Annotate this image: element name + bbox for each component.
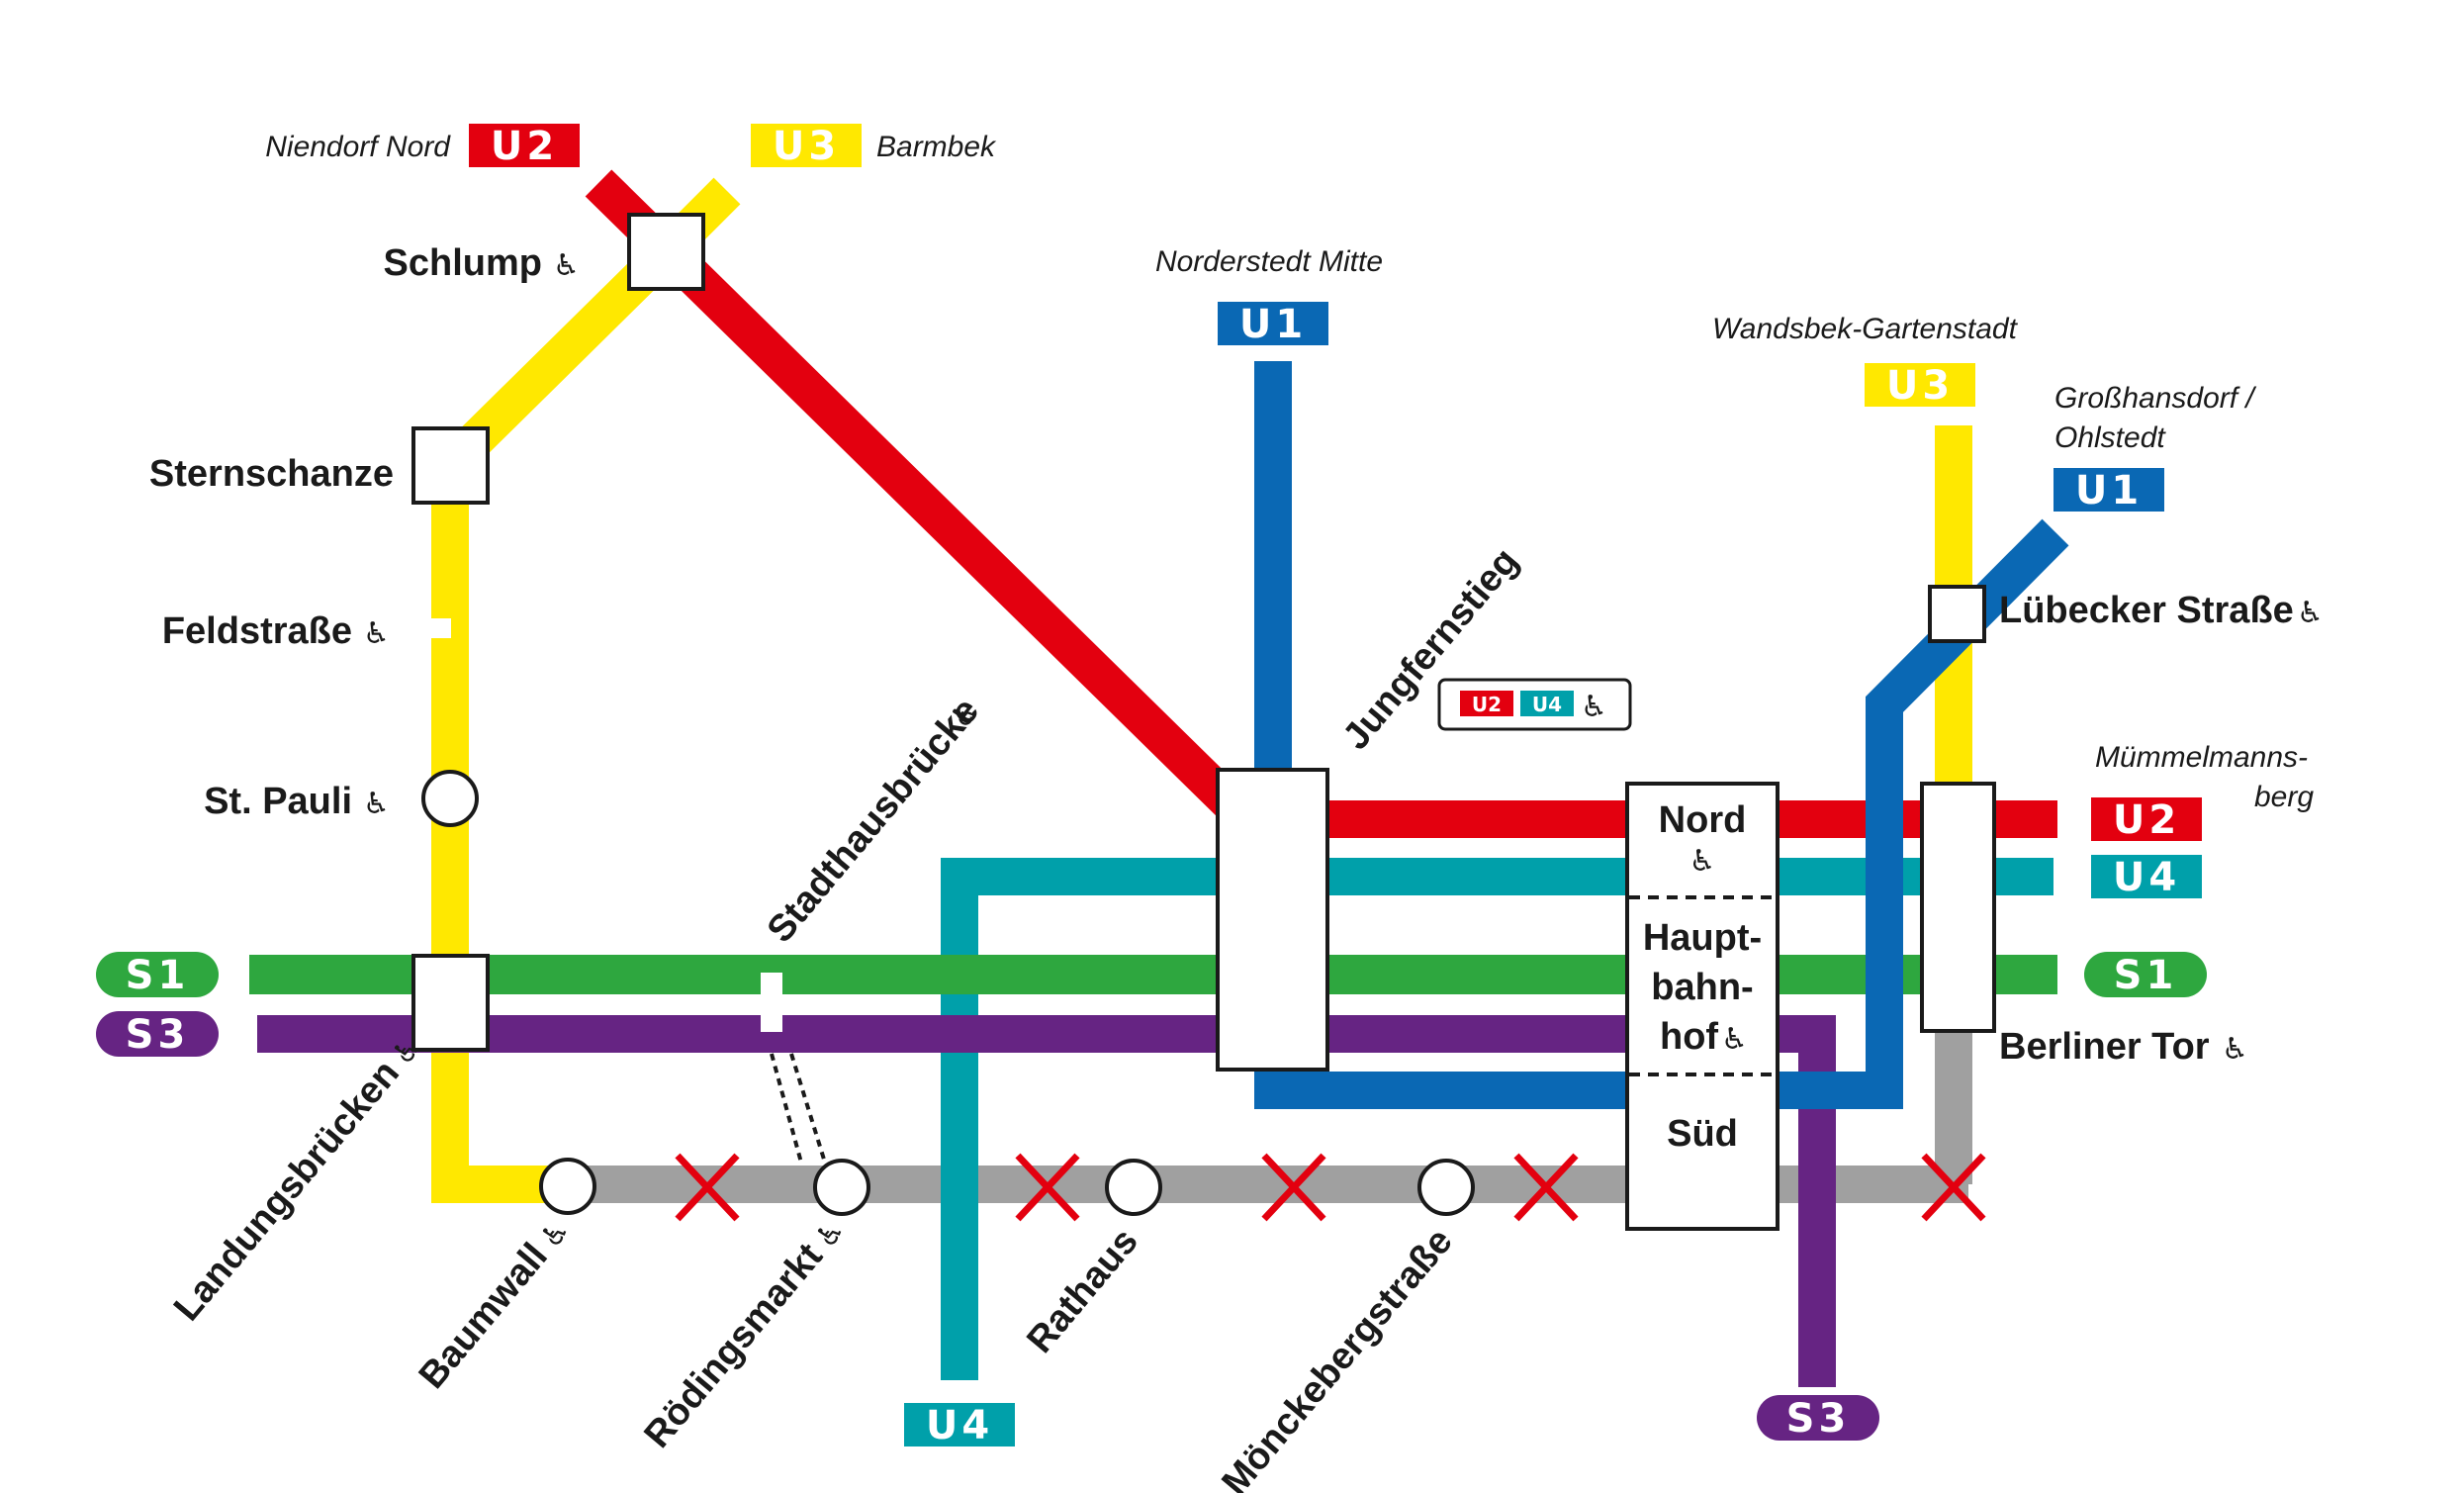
badge-u2-top: U2 xyxy=(469,124,580,169)
terminal-wandsbek-gartenstadt: Wandsbek-Gartenstadt xyxy=(1712,313,2019,345)
label-moenckebergstrasse: Mönckebergstraße xyxy=(1215,1221,1461,1493)
label-hbf-1: Haupt- xyxy=(1643,917,1762,959)
station-landungsbruecken-marker[interactable] xyxy=(411,954,490,1052)
svg-text:U3: U3 xyxy=(1886,363,1954,409)
wheelchair-icon: ♿ xyxy=(363,787,390,821)
label-schlump: Schlump xyxy=(384,242,542,284)
terminal-barmbek: Barmbek xyxy=(876,131,997,163)
closure-cross-2 xyxy=(1015,1153,1080,1222)
closure-cross-1 xyxy=(675,1153,740,1222)
station-sternschanze-marker[interactable] xyxy=(411,426,490,505)
station-markers xyxy=(411,213,1996,1231)
label-landungsbruecken: Landungsbrücken xyxy=(166,1053,408,1329)
svg-text:S1: S1 xyxy=(126,953,190,998)
svg-text:U2: U2 xyxy=(2113,797,2180,843)
badge-u3-right: U3 xyxy=(1865,363,1975,409)
transfer-walk-connector xyxy=(770,1053,827,1164)
closure-marks xyxy=(675,1153,1986,1222)
label-landungsbruecken-group: Landungsbrücken ♿ xyxy=(166,1030,429,1329)
label-rathaus: Rathaus xyxy=(1019,1221,1146,1361)
terminal-muemmelmannsberg-1: Mümmelmanns- xyxy=(2095,741,2308,774)
svg-text:S1: S1 xyxy=(2114,953,2178,998)
svg-text:U2: U2 xyxy=(1472,693,1502,716)
svg-text:U1: U1 xyxy=(2075,468,2143,513)
badge-s3-left: S3 xyxy=(96,1011,219,1058)
wheelchair-icon: ♿ xyxy=(1689,844,1716,879)
closure-cross-4 xyxy=(1513,1153,1579,1222)
terminal-ohlstedt: Ohlstedt xyxy=(2054,421,2166,454)
station-feldstrasse-marker[interactable] xyxy=(431,618,451,638)
label-moenckebergstrasse-group: Mönckebergstraße xyxy=(1215,1221,1461,1493)
badge-s3-bottom: S3 xyxy=(1757,1395,1879,1442)
badge-u1-top: U1 xyxy=(1218,302,1328,347)
label-roedingsmarkt-group: Rödingsmarkt ♿ xyxy=(636,1213,852,1456)
wheelchair-icon: ♿ xyxy=(2297,596,2324,630)
badge-u4-bottom: U4 xyxy=(904,1403,1015,1448)
terminal-norderstedt-mitte: Norderstedt Mitte xyxy=(1155,245,1383,278)
station-stadthausbruecke-marker[interactable] xyxy=(761,973,782,1032)
wheelchair-icon: ♿ xyxy=(553,248,580,283)
closure-cross-3 xyxy=(1261,1153,1326,1222)
station-moenckebergstrasse-marker[interactable] xyxy=(1417,1159,1475,1216)
station-schlump-marker[interactable] xyxy=(627,213,705,291)
svg-text:S3: S3 xyxy=(126,1012,190,1058)
station-rathaus-marker[interactable] xyxy=(1105,1159,1162,1216)
badge-s1-right: S1 xyxy=(2084,952,2207,998)
station-roedingsmarkt-marker[interactable] xyxy=(813,1159,870,1216)
label-rathaus-group: Rathaus xyxy=(1019,1221,1146,1361)
badge-u3-top: U3 xyxy=(751,124,862,169)
station-st-pauli-marker[interactable] xyxy=(421,770,479,827)
terminal-muemmelmannsberg-2: berg xyxy=(2254,781,2314,813)
svg-text:U2: U2 xyxy=(491,124,558,169)
terminal-niendorf-nord: Niendorf Nord xyxy=(265,131,451,163)
label-baumwall: Baumwall xyxy=(411,1236,556,1397)
label-hbf-sued: Süd xyxy=(1667,1113,1738,1155)
station-baumwall-marker[interactable] xyxy=(539,1158,596,1215)
svg-text:U4: U4 xyxy=(1532,693,1562,716)
wheelchair-icon: ♿ xyxy=(1721,1022,1748,1057)
label-hbf-3: hof xyxy=(1660,1016,1718,1058)
label-luebecker-strasse: Lübecker Straße xyxy=(1999,590,2294,631)
wheelchair-icon: ♿ xyxy=(363,616,390,651)
station-luebecker-strasse-marker[interactable] xyxy=(1928,585,1986,643)
hauptbahnhof-dividers xyxy=(1629,895,1776,1076)
label-hbf-2: bahn- xyxy=(1651,967,1753,1008)
label-sternschanze: Sternschanze xyxy=(149,453,394,495)
svg-text:U3: U3 xyxy=(773,124,840,169)
badge-u1-right: U1 xyxy=(2053,468,2164,513)
station-hauptbahnhof-marker[interactable] xyxy=(1625,782,1780,1231)
terminal-grosshansdorf: Großhansdorf / xyxy=(2054,382,2256,415)
label-berliner-tor: Berliner Tor xyxy=(1999,1026,2210,1068)
jungfernstieg-transfer-box: U2 U4 ♿ xyxy=(1437,678,1632,731)
label-st-pauli: St. Pauli xyxy=(204,781,352,822)
line-u2 xyxy=(585,169,2057,838)
badge-u4-right: U4 xyxy=(2091,855,2202,900)
wheelchair-icon: ♿ xyxy=(1581,690,1607,724)
svg-text:U1: U1 xyxy=(1239,302,1307,347)
label-hbf-nord: Nord xyxy=(1659,799,1747,841)
svg-text:S3: S3 xyxy=(1786,1396,1851,1442)
line-s3 xyxy=(257,1015,1836,1387)
badge-s1-left: S1 xyxy=(96,952,219,998)
svg-text:U4: U4 xyxy=(2113,855,2180,900)
label-feldstrasse: Feldstraße xyxy=(162,610,352,652)
station-jungfernstieg-marker[interactable] xyxy=(1216,768,1329,1072)
label-baumwall-group: Baumwall ♿ xyxy=(411,1213,578,1397)
label-roedingsmarkt: Rödingsmarkt xyxy=(636,1236,831,1456)
wheelchair-icon: ♿ xyxy=(2222,1032,2248,1067)
closure-cross-5 xyxy=(1921,1153,1986,1222)
svg-text:U4: U4 xyxy=(926,1403,993,1448)
station-berliner-tor-marker[interactable] xyxy=(1920,782,1996,1033)
badge-u2-right: U2 xyxy=(2091,797,2202,843)
